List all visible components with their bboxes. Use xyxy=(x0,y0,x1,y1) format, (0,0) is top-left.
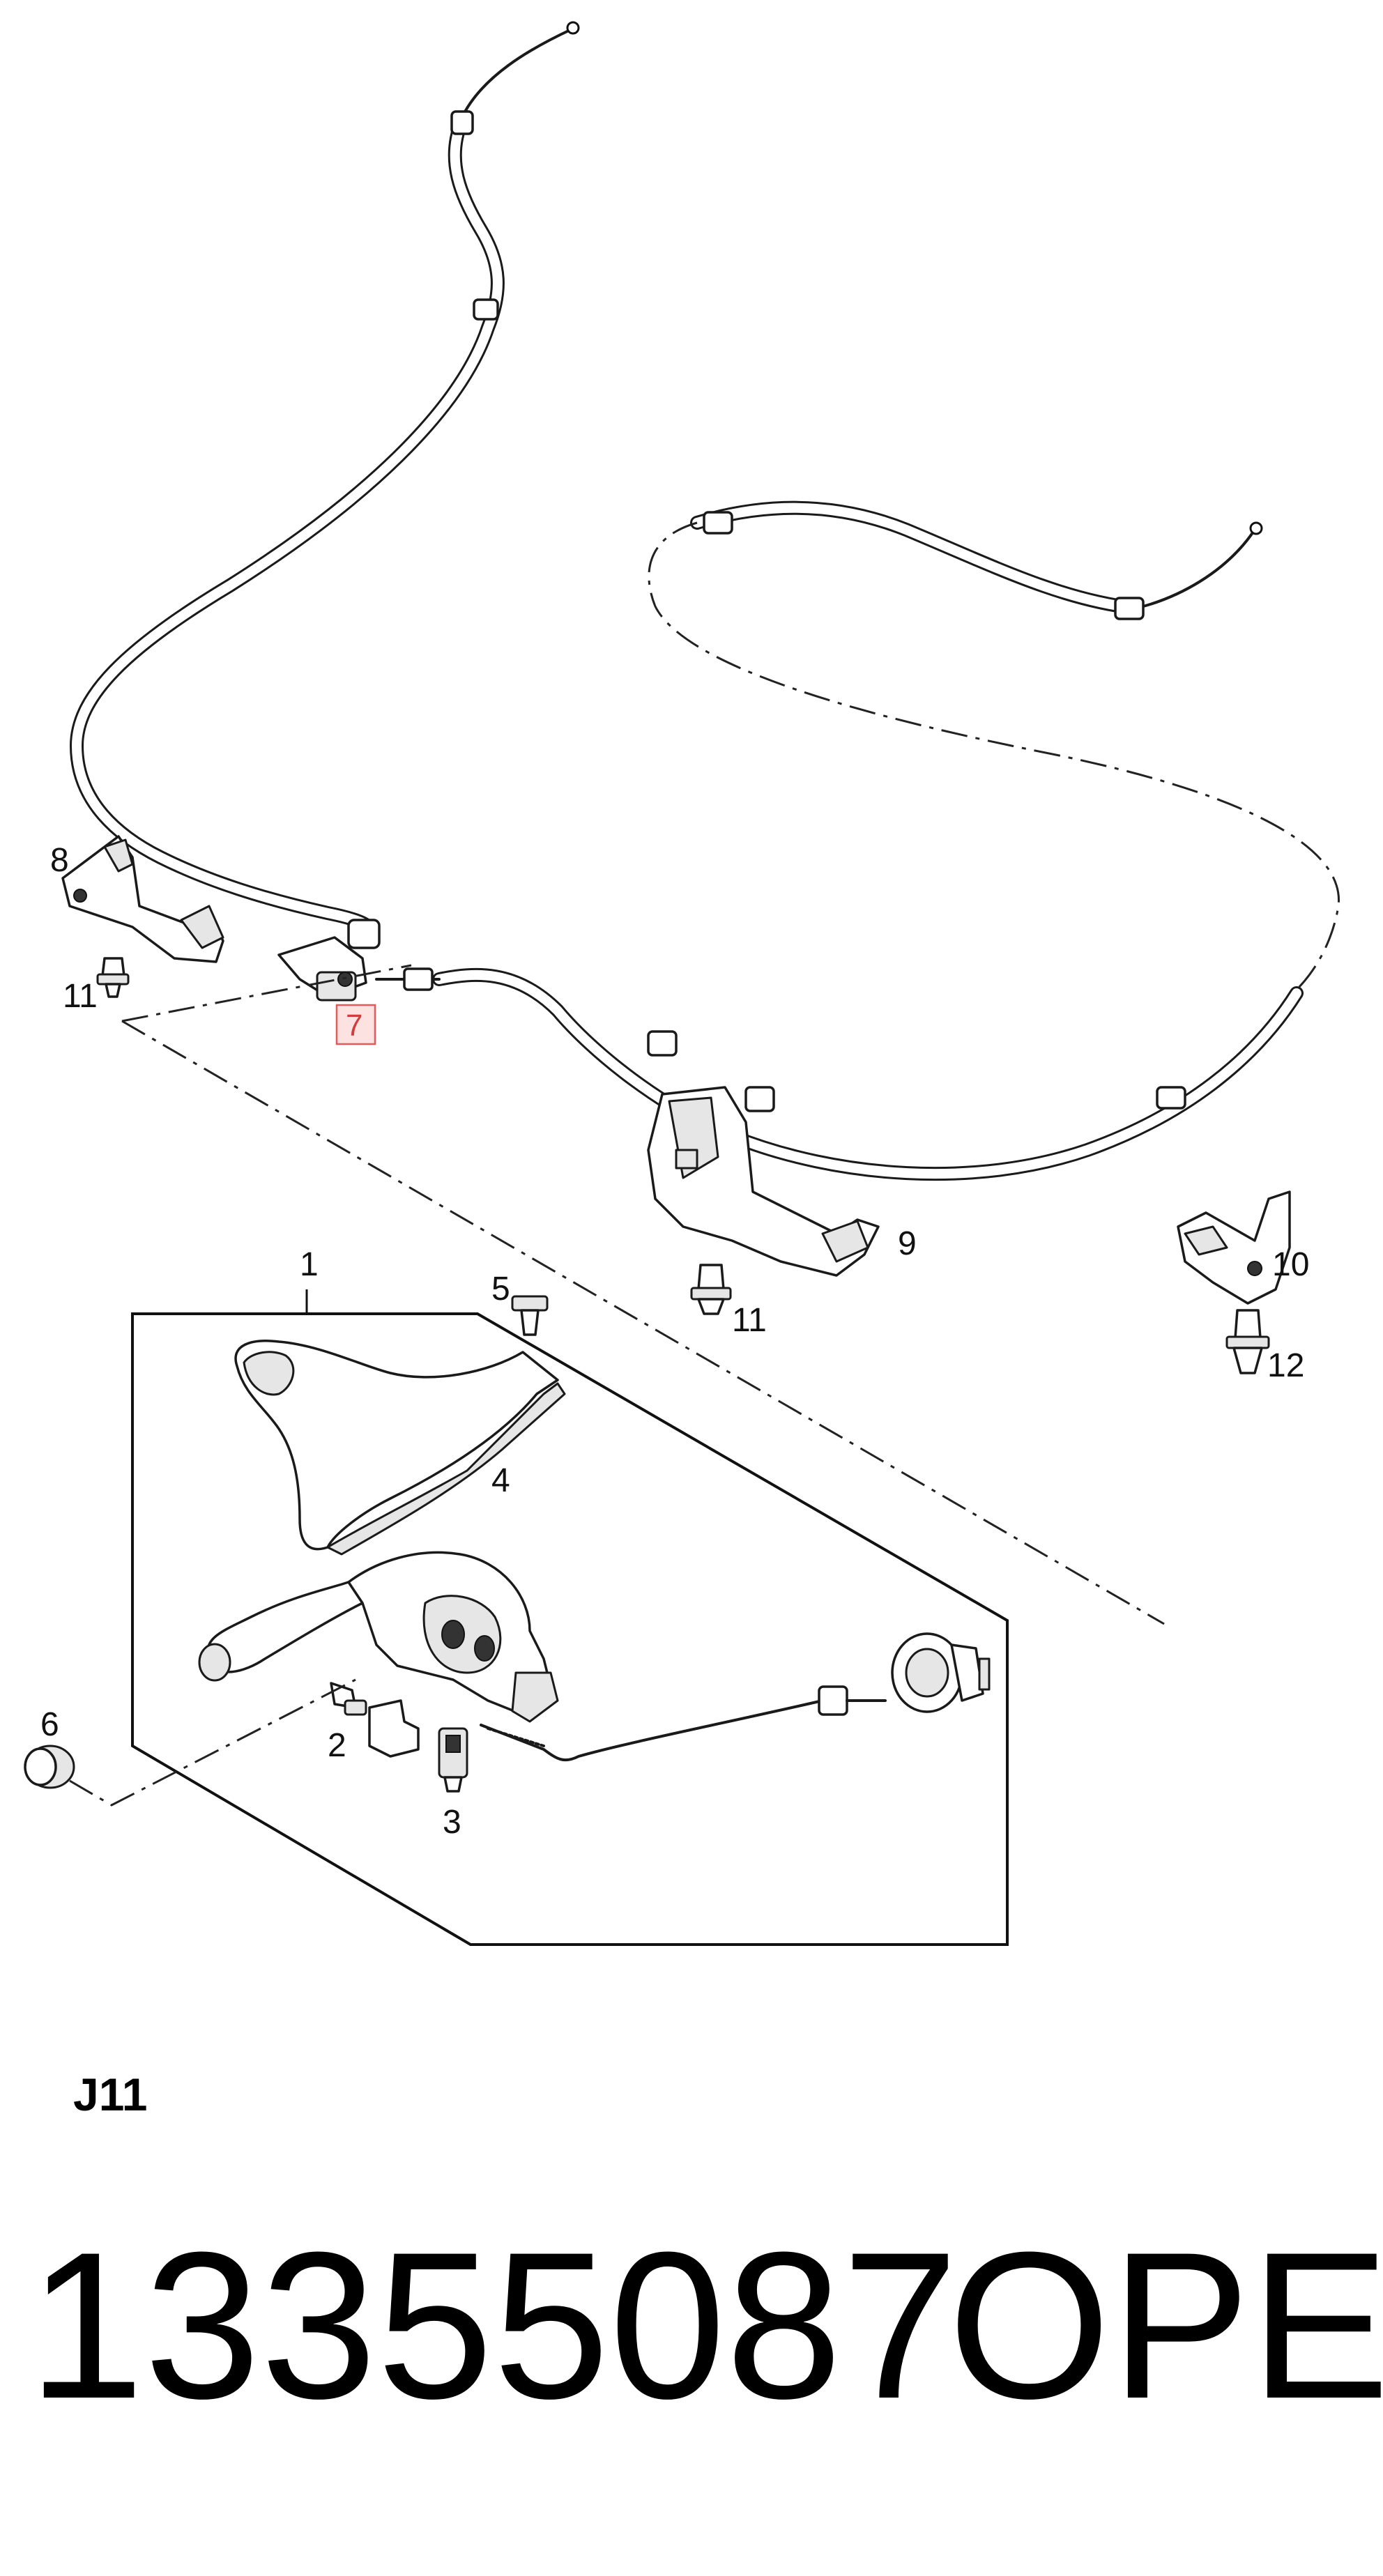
callout-3: 3 xyxy=(443,1804,461,1841)
callout-7: 7 xyxy=(346,1009,362,1043)
lever-bolt xyxy=(330,1682,367,1716)
handbrake-assembly-outline xyxy=(131,1312,1009,1946)
callout-1: 1 xyxy=(300,1246,319,1283)
callout-9: 9 xyxy=(898,1225,917,1262)
cable-equalizer xyxy=(277,936,367,1002)
handbrake-switch xyxy=(438,1727,468,1793)
part-number: 13355087 xyxy=(28,2208,958,2442)
callout-8: 8 xyxy=(50,842,69,879)
left-brake-cable xyxy=(70,21,580,949)
callout-10: 10 xyxy=(1272,1246,1309,1283)
cable-grommet xyxy=(891,1632,991,1713)
bolt-center xyxy=(690,1264,732,1315)
lever-boot xyxy=(234,1340,566,1556)
cap-leader xyxy=(69,1678,356,1807)
handbrake-lever xyxy=(198,1551,559,1723)
lever-mount-bracket xyxy=(368,1699,420,1758)
right-brake-cable xyxy=(375,500,1340,1181)
callout-5: 5 xyxy=(491,1271,510,1308)
callout-11-left: 11 xyxy=(63,978,98,1015)
center-cable-bracket xyxy=(647,1086,880,1277)
callout-7-highlight xyxy=(335,1004,376,1045)
callout-2: 2 xyxy=(328,1727,346,1764)
reference-code: J11 xyxy=(73,2069,147,2120)
bolt-left xyxy=(96,957,130,998)
callout-6: 6 xyxy=(40,1706,59,1743)
callout-4: 4 xyxy=(491,1462,510,1499)
callout-12: 12 xyxy=(1267,1347,1304,1384)
right-cable-bracket xyxy=(1177,1190,1291,1305)
bolt-right xyxy=(1225,1309,1270,1374)
boot-screw xyxy=(511,1295,549,1336)
left-cable-bracket xyxy=(61,835,224,963)
equalizer-leader xyxy=(121,964,1165,1625)
brand-name: OPEL xyxy=(948,2208,1383,2442)
lever-end-cap xyxy=(24,1745,75,1789)
lower-cable xyxy=(480,1685,887,1762)
callout-11-center: 11 xyxy=(732,1302,767,1339)
